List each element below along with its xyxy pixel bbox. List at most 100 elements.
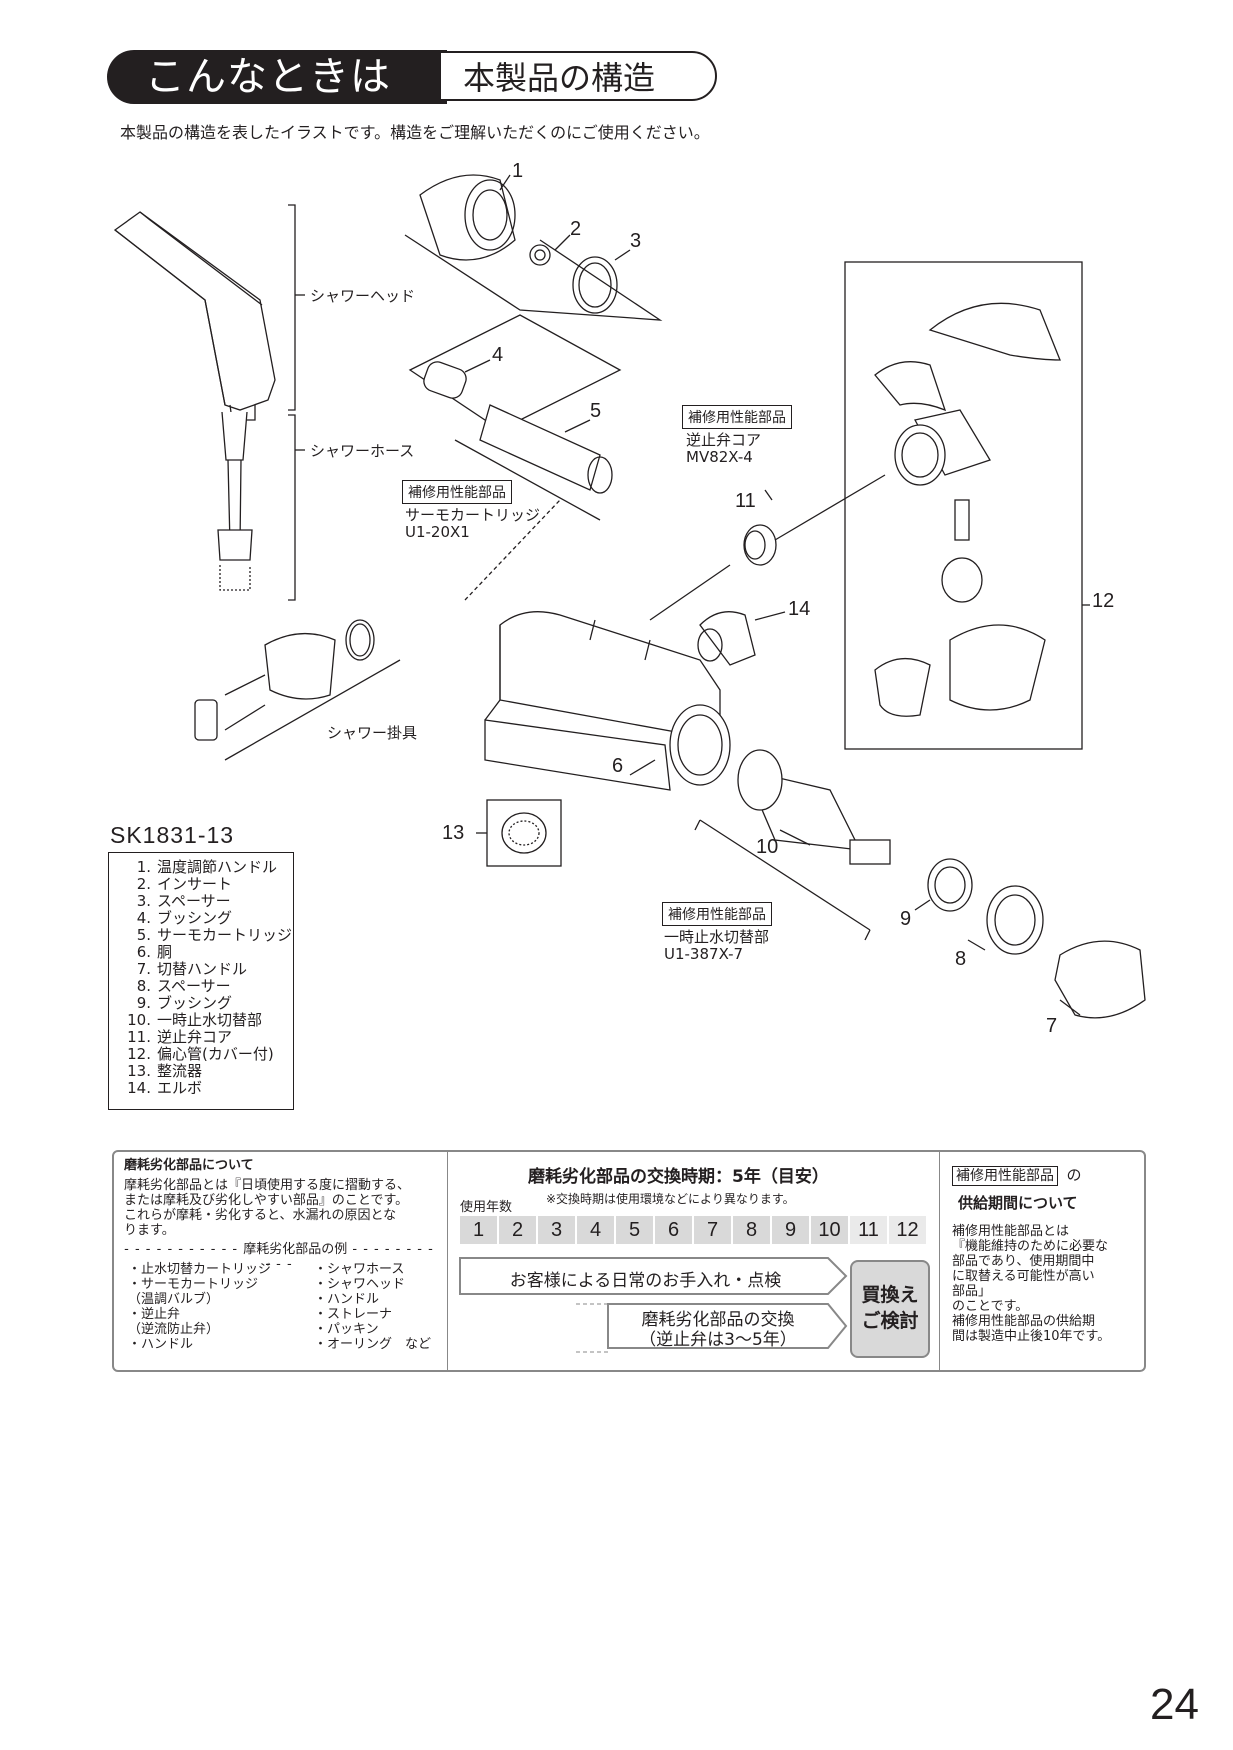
thermo-cartridge-illustration: [408, 314, 622, 521]
examples-right: ・シャワホース・シャワヘッド・ハンドル・ストレーナ・パッキン・オーリング など: [314, 1262, 431, 1352]
parts-list-item: 13.整流器: [119, 1063, 293, 1080]
supply-line: 補修用性能部品の供給期: [952, 1314, 1096, 1329]
example-item: ・サーモカートリッジ: [128, 1277, 259, 1292]
buy-text-1: 買換え: [861, 1284, 919, 1306]
parts-list-number: 4.: [136, 909, 151, 927]
maintenance-table: 磨耗劣化部品について 摩耗劣化部品とは『日頃使用する度に摺動する、 または摩耗及…: [112, 1150, 1146, 1372]
parts-list-number: 6.: [136, 943, 151, 961]
year-cell: 3: [538, 1216, 575, 1244]
exploded-diagram: [113, 174, 1146, 1019]
examples-left: ・止水切替カートリッジ・サーモカートリッジ（温調バルブ）・逆止弁（逆流防止弁）・…: [128, 1262, 271, 1352]
part-number-8: 8: [955, 948, 967, 970]
supply-line: のことです。: [952, 1299, 1029, 1314]
parts-list-number: 9.: [136, 994, 151, 1012]
year-cell: 2: [499, 1216, 536, 1244]
parts-list-name: エルボ: [157, 1079, 203, 1097]
wear-parts-section: 磨耗劣化部品について 摩耗劣化部品とは『日頃使用する度に摺動する、 または摩耗及…: [114, 1152, 448, 1370]
parts-list-item: 10.一時止水切替部: [119, 1012, 293, 1029]
parts-list-number: 14.: [127, 1079, 151, 1097]
example-item: （逆流防止弁）: [128, 1322, 220, 1337]
parts-list-number: 1.: [136, 858, 151, 876]
parts-list-item: 5.サーモカートリッジ: [119, 927, 293, 944]
part-number-5: 5: [590, 400, 602, 422]
example-item: ・逆止弁: [128, 1307, 181, 1322]
intro-text: 本製品の構造を表したイラストです。構造をご理解いただくのにご使用ください。: [120, 123, 710, 142]
parts-list-name: 温度調節ハンドル: [157, 858, 278, 876]
buy-box: 買換え ご検討: [850, 1260, 930, 1358]
shower-hose-illustration: [217, 411, 253, 591]
part10-name: 一時止水切替部: [664, 928, 770, 946]
parts-list-name: 偏心管(カバー付): [157, 1045, 274, 1063]
check-valve-illustration: [649, 474, 886, 621]
supply-section: 補修用性能部品 の 供給期間について 補修用性能部品とは『機能維持のために必要な…: [940, 1152, 1144, 1370]
switching-cartridge-illustration: [694, 749, 1146, 1019]
part-number-11: 11: [735, 490, 756, 512]
tag-part10: 補修用性能部品: [662, 902, 772, 926]
replace-text: 磨耗劣化部品の交換 （逆止弁は3〜5年）: [608, 1310, 828, 1350]
example-item: ・シャワヘッド: [314, 1277, 406, 1292]
temp-handle-illustration: [404, 174, 663, 321]
parts-list-name: 切替ハンドル: [157, 960, 248, 978]
parts-list-number: 3.: [136, 892, 151, 910]
supply-suffix: の: [1066, 1166, 1082, 1184]
parts-list-item: 6.胴: [119, 944, 293, 961]
part-number-3: 3: [630, 230, 642, 252]
eccentric-pipe-illustration: [874, 302, 1061, 717]
parts-list-number: 2.: [136, 875, 151, 893]
part-number-7: 7: [1046, 1015, 1058, 1037]
schedule-section: 磨耗劣化部品の交換時期：5年（目安） ※交換時期は使用環境などにより異なります。…: [448, 1152, 940, 1370]
tag-part11: 補修用性能部品: [682, 405, 792, 429]
model-number: SK1831-13: [110, 822, 235, 848]
supply-line: 間は製造中止後10年です。: [952, 1329, 1111, 1344]
parts-list-number: 11.: [127, 1028, 151, 1046]
part5-name: サーモカートリッジ: [405, 506, 541, 524]
supply-heading: 補修用性能部品 の: [952, 1164, 1082, 1186]
example-item: ・止水切替カートリッジ: [128, 1262, 272, 1277]
examples-title-text: 摩耗劣化部品の例: [243, 1242, 348, 1257]
parts-list-item: 12.偏心管(カバー付): [119, 1046, 293, 1063]
year-cell: 10: [811, 1216, 848, 1244]
supply-tag: 補修用性能部品: [952, 1166, 1058, 1186]
shower-holder-illustration: [194, 619, 401, 761]
year-cell: 9: [772, 1216, 809, 1244]
parts-list-item: 1. 温度調節ハンドル: [119, 859, 293, 876]
example-item: ・シャワホース: [314, 1262, 405, 1277]
buy-text-2: ご検討: [861, 1310, 919, 1332]
part-number-6: 6: [612, 755, 624, 777]
example-item: （温調バルブ）: [128, 1292, 220, 1307]
part-number-10: 10: [756, 836, 779, 858]
example-item: ・ハンドル: [314, 1292, 380, 1307]
schedule-title: 磨耗劣化部品の交換時期：5年（目安）: [528, 1167, 829, 1187]
elbow-illustration: [697, 611, 786, 666]
years-label: 使用年数: [460, 1200, 513, 1215]
part-number-12: 12: [1092, 590, 1115, 612]
wear-desc-2: または摩耗及び劣化しやすい部品』のことです。: [124, 1193, 409, 1208]
part5-info: サーモカートリッジ U1-20X1: [405, 507, 540, 541]
page-header: こんなときは 本製品の構造: [107, 50, 717, 104]
supply-line: に取替える可能性が高い: [952, 1269, 1095, 1284]
part-number-13: 13: [442, 822, 465, 844]
parts-list-item: 14. エルボ: [119, 1080, 293, 1097]
parts-list-item: 2.インサート: [119, 876, 293, 893]
part10-code: U1-387X-7: [664, 945, 744, 963]
year-cell: 5: [616, 1216, 653, 1244]
example-item: ・パッキン: [314, 1322, 379, 1337]
parts-list-item: 9. ブッシング: [119, 995, 293, 1012]
supply-line: 部品」: [952, 1284, 992, 1299]
year-cell: 7: [694, 1216, 731, 1244]
parts-list-name: ブッシング: [157, 994, 233, 1012]
part-number-14: 14: [788, 598, 811, 620]
wear-desc-1: 摩耗劣化部品とは『日頃使用する度に摺動する、: [124, 1178, 411, 1193]
parts-list-name: 一時止水切替部: [157, 1011, 263, 1029]
example-item: ・ストレーナ: [314, 1307, 393, 1322]
part-number-9: 9: [900, 908, 912, 930]
wear-title: 磨耗劣化部品について: [124, 1158, 254, 1173]
parts-list-item: 8.スペーサー: [119, 978, 293, 995]
part5-code: U1-20X1: [405, 523, 470, 541]
parts-list-item: 4.ブッシング: [119, 910, 293, 927]
supply-line: 補修用性能部品とは: [952, 1224, 1070, 1239]
parts-list-number: 7.: [136, 960, 151, 978]
wear-desc-3: これらが摩耗・劣化すると、水漏れの原因とな: [124, 1208, 397, 1223]
showerhose-label: シャワーホース: [310, 442, 415, 460]
header-subtitle: 本製品の構造: [439, 51, 717, 101]
